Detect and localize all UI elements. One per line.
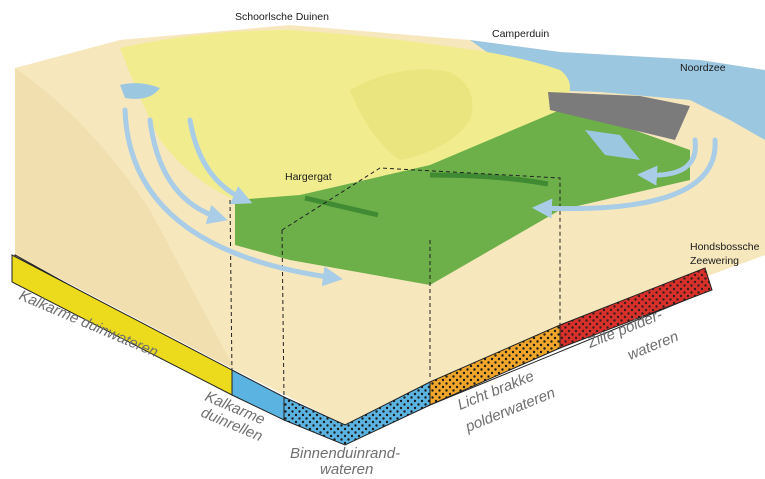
strip-binnenduinrand-dots (284, 382, 430, 445)
label-camperduin: Camperduin (492, 28, 549, 40)
label-hondsbossche: Hondsbossche (690, 241, 760, 253)
dune-plateau (120, 30, 570, 202)
sand-slope (15, 68, 235, 370)
projection-lines (229, 167, 561, 399)
polder-green (235, 110, 690, 285)
strip-licht-brakke-dots (430, 325, 560, 405)
dune-pond (120, 83, 160, 99)
label-binnenduinrand-1: Binnenduinrand- (290, 445, 400, 462)
label-noordzee: Noordzee (680, 62, 726, 74)
zeewering-dike (548, 92, 690, 140)
polder-dike-2 (429, 172, 549, 187)
dune-relief (350, 69, 473, 160)
strip-zilte-dots (560, 268, 712, 348)
flow-arrows (122, 107, 718, 287)
label-schoorlsche-duinen: Schoorlsche Duinen (235, 11, 329, 23)
label-binnenduinrand-2: wateren (320, 461, 373, 478)
label-zeewering: Zeewering (690, 255, 739, 267)
label-hargergat: Hargergat (285, 171, 332, 183)
polder-dike-1 (304, 195, 379, 218)
inland-lake (585, 130, 640, 160)
